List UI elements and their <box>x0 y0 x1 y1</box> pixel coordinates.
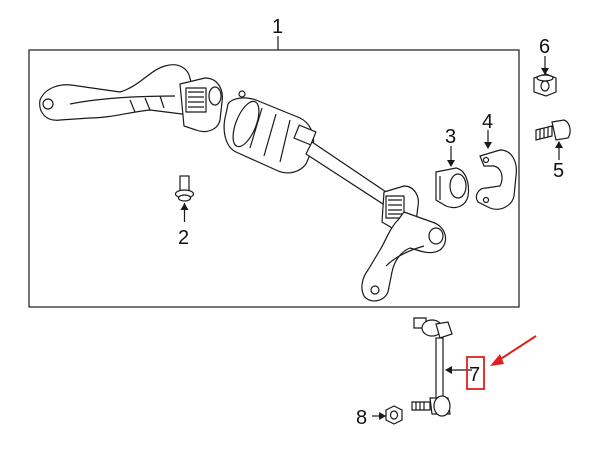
bracket-4-body <box>475 149 517 210</box>
bolt-5-head <box>551 119 571 141</box>
callout-7: 7 <box>469 364 480 386</box>
callout-3: 3 <box>445 126 456 148</box>
left-arm-hatch <box>129 95 165 113</box>
stabilizer-link-part-7 <box>411 317 453 417</box>
nut-part-8 <box>385 405 403 425</box>
arrow-6 <box>541 68 549 75</box>
callout-1: 1 <box>272 16 283 38</box>
left-bracket-eye <box>208 86 222 106</box>
center-shaft <box>305 141 393 207</box>
right-arm-eye <box>370 285 380 295</box>
nut-part-6 <box>533 73 557 97</box>
arrow-3 <box>447 160 455 167</box>
bolt-2-head <box>177 194 192 202</box>
bracket-4-hole-top <box>482 156 490 164</box>
arrow-5 <box>555 141 563 148</box>
arrow-8 <box>379 412 386 420</box>
bracket-4-hole-bottom <box>482 196 490 204</box>
actuator-rings <box>249 107 291 163</box>
link-upper-housing <box>435 321 453 339</box>
nut-6-bore <box>540 80 550 92</box>
left-arm-ridge <box>69 95 176 105</box>
nut-6-top <box>536 74 554 82</box>
bolt-part-5 <box>535 119 571 141</box>
stabilizer-bar <box>39 64 447 302</box>
link-lower-ball <box>433 395 451 417</box>
right-bushing <box>385 195 405 219</box>
right-arm <box>361 211 447 302</box>
link-lower-stud <box>411 401 431 411</box>
bushing-part-3 <box>435 167 470 209</box>
callout-8: 8 <box>356 407 367 429</box>
callout-7-highlight-box <box>466 356 485 390</box>
bolt-part-2 <box>174 175 195 202</box>
callout-6: 6 <box>539 36 550 58</box>
callout-4: 4 <box>482 111 493 133</box>
arrow-7 <box>445 366 452 374</box>
actuator-end-cap <box>232 100 260 148</box>
bushing-3-bore <box>449 173 467 199</box>
assembly-frame <box>28 49 520 308</box>
right-arm-bushing <box>428 227 444 245</box>
link-rod <box>435 337 444 401</box>
nut-8-bore <box>389 410 399 420</box>
right-arm-ridge <box>385 245 425 267</box>
arrow-4 <box>484 142 492 149</box>
left-arm-eye <box>42 98 54 110</box>
highlight-arrow-line <box>495 335 537 363</box>
left-bushing <box>185 87 207 113</box>
callout-2: 2 <box>178 227 189 249</box>
bracket-part-4 <box>475 149 517 210</box>
left-arm <box>39 64 197 121</box>
left-bolt-head <box>238 90 246 98</box>
highlight-arrow-head <box>490 354 504 366</box>
arrow-2 <box>180 203 189 210</box>
actuator-collar <box>293 124 317 146</box>
callout-5: 5 <box>553 160 564 182</box>
